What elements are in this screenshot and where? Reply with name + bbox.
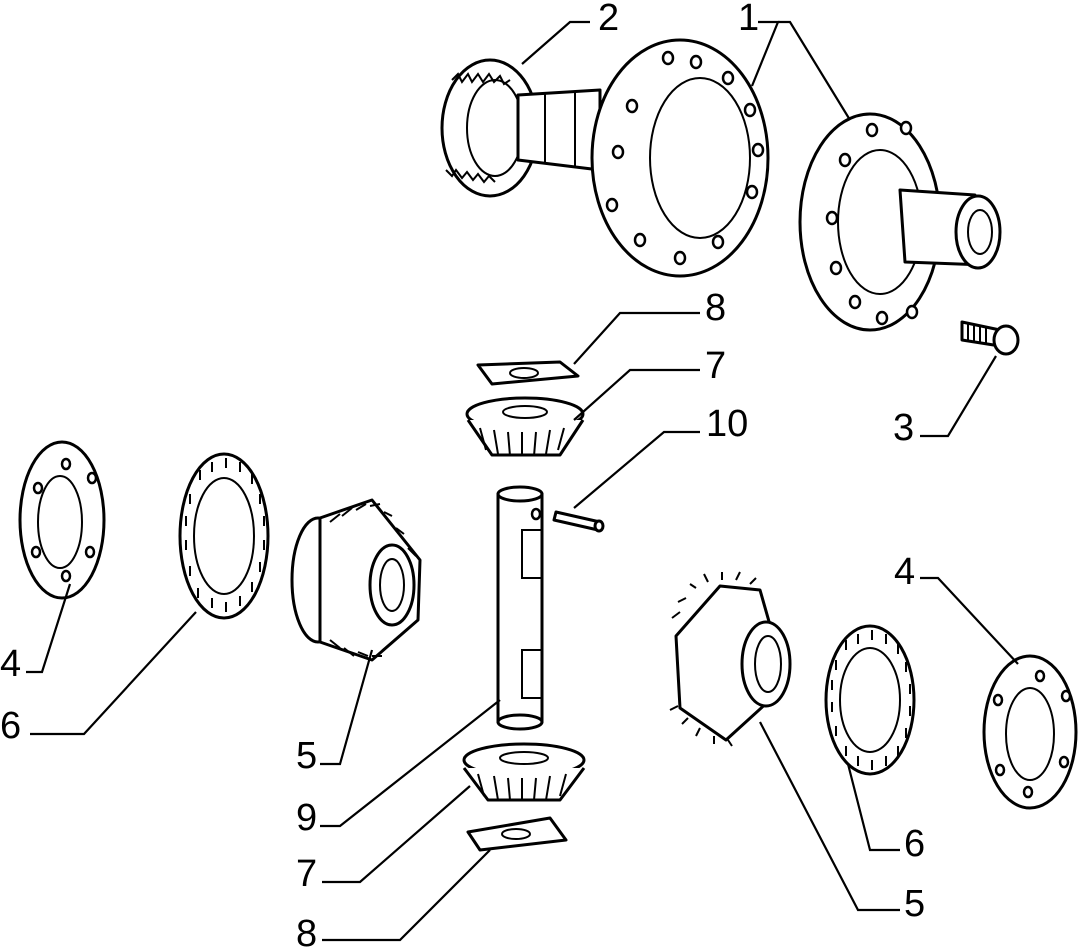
callout-4-right: 4 xyxy=(894,551,915,593)
part-7-bevel-gear-bottom xyxy=(462,742,586,802)
callout-6-left: 6 xyxy=(0,705,21,747)
callout-7-bottom: 7 xyxy=(296,853,317,895)
part-housing-cover xyxy=(798,112,1002,332)
part-6-bearing-left xyxy=(178,452,270,620)
part-differential-housing xyxy=(440,38,770,278)
part-8-washer-bottom xyxy=(466,816,568,852)
cover-bolt-holes xyxy=(825,120,919,326)
callout-9: 9 xyxy=(296,797,317,839)
part-5-side-gear-left xyxy=(290,498,422,662)
part-3-bolt xyxy=(960,320,1020,356)
callout-5-right: 5 xyxy=(904,883,925,925)
part-9-shaft xyxy=(496,485,544,731)
callout-8-top: 8 xyxy=(705,287,726,329)
callout-10: 10 xyxy=(706,403,748,445)
callout-8-bottom: 8 xyxy=(296,913,317,948)
part-6-bearing-right xyxy=(824,624,916,776)
callout-4-left: 4 xyxy=(0,643,21,685)
callout-7-top: 7 xyxy=(705,345,726,387)
leader-lines xyxy=(26,20,1019,942)
part-5-side-gear-right xyxy=(669,571,792,747)
part-4-plate-right xyxy=(982,654,1078,810)
part-8-washer-top xyxy=(476,360,580,386)
callout-1-top: 1 xyxy=(738,0,759,39)
callout-3: 3 xyxy=(893,407,914,449)
part-7-bevel-gear-top xyxy=(465,396,585,457)
callout-2-top: 2 xyxy=(598,0,619,39)
callout-5-left: 5 xyxy=(296,735,317,777)
callout-labels: 2 1 8 7 10 3 4 6 5 9 7 8 4 6 5 xyxy=(0,0,925,948)
part-4-plate-left xyxy=(18,440,106,600)
part-10-pin xyxy=(552,510,605,533)
callout-6-right: 6 xyxy=(904,823,925,865)
flange-bolt-holes xyxy=(605,50,765,266)
